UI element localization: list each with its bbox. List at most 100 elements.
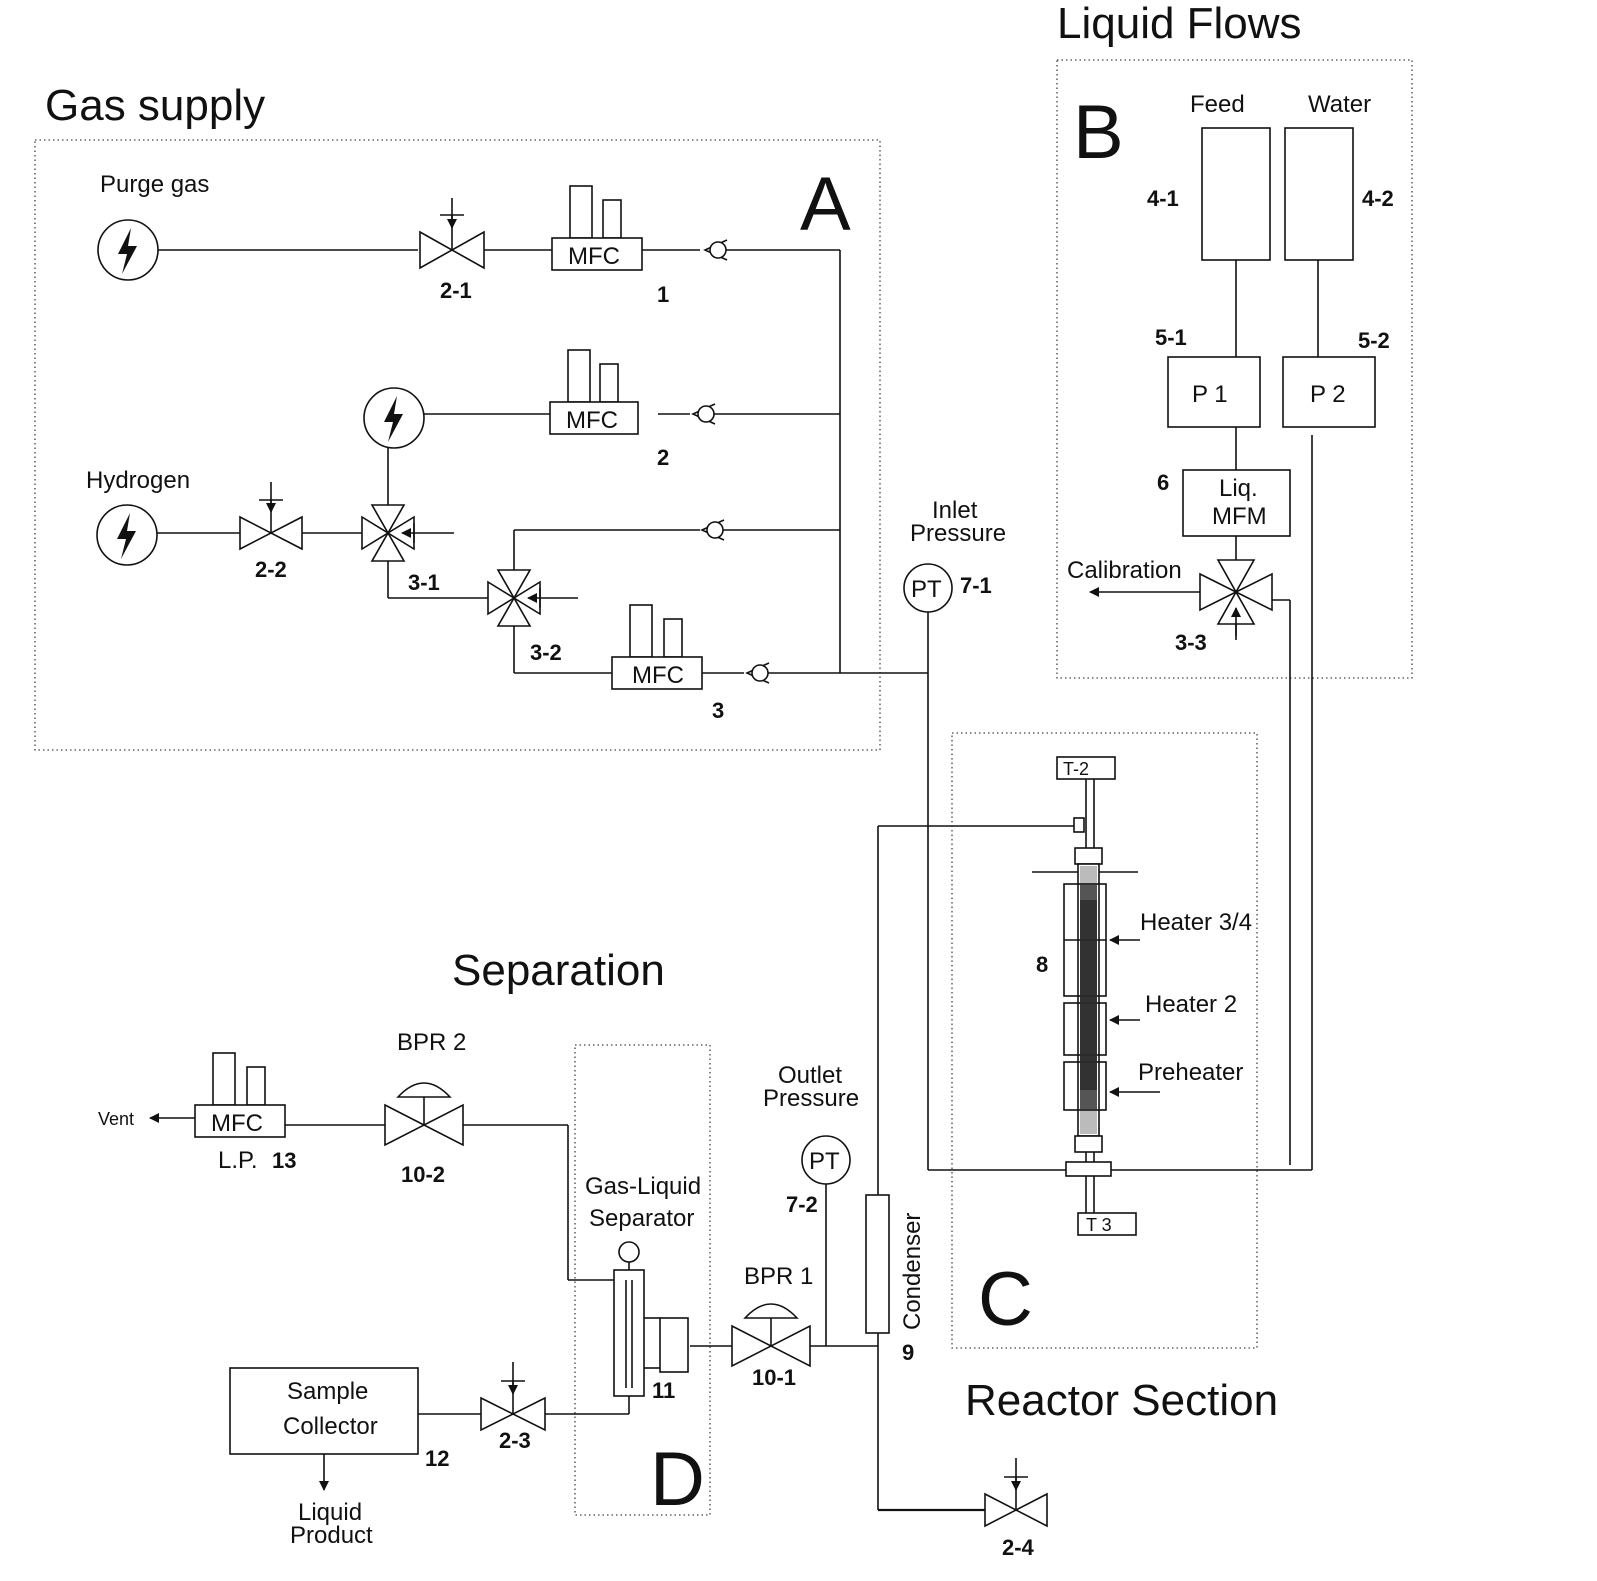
sample-collector xyxy=(229,1367,419,1455)
liquid-mfm-box xyxy=(1182,469,1291,537)
sample-collector-label-2: Collector xyxy=(283,1413,378,1440)
feed-tank xyxy=(1201,127,1271,261)
water-tank-label: 4-2 xyxy=(1362,186,1394,211)
outlet-pressure-label-1: Outlet xyxy=(778,1062,842,1089)
sample-collector-label-1: Sample xyxy=(287,1378,368,1405)
valve-2-2-icon xyxy=(239,482,303,551)
bpr-1-number: 10-1 xyxy=(752,1365,796,1390)
gas-liquid-separator xyxy=(613,1241,689,1397)
pump-p1 xyxy=(1167,356,1261,428)
check-valve-4-icon xyxy=(700,519,725,541)
low-pressure-label: L.P. xyxy=(218,1147,258,1174)
pump-5-1-label: 5-1 xyxy=(1155,325,1187,350)
pump-p2 xyxy=(1282,356,1376,428)
pressure-transmitter-7-1-icon: PT xyxy=(903,563,953,613)
mfc-2-number: 2 xyxy=(657,445,669,470)
reactor-section-title: Reactor Section xyxy=(965,1376,1278,1425)
liquid-flows-title: Liquid Flows xyxy=(1057,0,1302,48)
section-d-letter: D xyxy=(650,1437,705,1522)
section-a-letter: A xyxy=(800,162,851,247)
three-way-valve-3-2-icon xyxy=(487,569,578,627)
liquid-product-label-1: Liquid xyxy=(298,1499,362,1526)
svg-text:MFC: MFC xyxy=(568,243,620,270)
condenser xyxy=(865,1194,890,1334)
bpr-2-icon xyxy=(384,1082,464,1147)
pump-p1-label: P 1 xyxy=(1192,381,1228,408)
gas-supply-title: Gas supply xyxy=(45,81,265,130)
mfc-3-number: 3 xyxy=(712,698,724,723)
liquid-mfm-number: 6 xyxy=(1157,470,1169,495)
valve-2-1-icon xyxy=(419,198,485,270)
thermocouple-t3 xyxy=(1077,1212,1137,1236)
bpr-2-number: 10-2 xyxy=(401,1162,445,1187)
check-valve-1-icon xyxy=(703,239,728,261)
inlet-pressure-label-1: Inlet xyxy=(932,497,978,524)
mfc-1-icon: MFC xyxy=(551,185,643,271)
reactor-number: 8 xyxy=(1036,952,1048,977)
mfc-3-icon: MFC xyxy=(611,604,703,690)
gas-cylinder-2-icon xyxy=(363,387,425,449)
valve-2-4-icon xyxy=(984,1458,1048,1528)
three-way-valve-3-3-icon xyxy=(1199,559,1273,640)
pump-5-2-label: 5-2 xyxy=(1358,328,1390,353)
separation-title: Separation xyxy=(452,946,665,995)
outlet-pressure-label-2: Pressure xyxy=(763,1085,859,1112)
heater-3-4-label: Heater 3/4 xyxy=(1140,909,1252,936)
gas-liquid-separator-label-2: Separator xyxy=(589,1205,694,1232)
check-valve-2-icon xyxy=(691,403,716,425)
mfc-13-number: 13 xyxy=(272,1148,296,1173)
check-valve-3-icon xyxy=(745,662,770,684)
svg-text:MFC: MFC xyxy=(211,1110,263,1137)
pump-p2-label: P 2 xyxy=(1310,381,1346,408)
thermocouple-t3-label: T 3 xyxy=(1086,1215,1112,1235)
valve-2-2-label: 2-2 xyxy=(255,557,287,582)
vent-label: Vent xyxy=(98,1109,134,1129)
section-d-frame xyxy=(574,1044,711,1516)
purge-gas-cylinder-icon xyxy=(97,219,159,281)
pressure-transmitter-7-1-label: 7-1 xyxy=(960,573,992,598)
section-a-frame xyxy=(34,139,881,751)
pressure-transmitter-7-2-icon: PT xyxy=(801,1135,851,1185)
water-tank xyxy=(1284,127,1354,261)
condenser-label: Condenser xyxy=(899,1213,926,1330)
sample-collector-number: 12 xyxy=(425,1446,449,1471)
valve-2-1-label: 2-1 xyxy=(440,278,472,303)
bpr-1-icon xyxy=(731,1303,811,1368)
thermocouple-t2-label: T-2 xyxy=(1063,759,1089,779)
liquid-product-label-2: Product xyxy=(290,1522,373,1549)
valve-2-3-label: 2-3 xyxy=(499,1428,531,1453)
water-label: Water xyxy=(1308,91,1371,118)
preheater-label: Preheater xyxy=(1138,1059,1243,1086)
mfc-13-icon: MFC xyxy=(194,1052,286,1138)
calibration-label: Calibration xyxy=(1067,557,1182,584)
valve-2-4-label: 2-4 xyxy=(1002,1535,1035,1560)
valve-3-3-label: 3-3 xyxy=(1175,630,1207,655)
section-c-frame xyxy=(951,732,1258,1349)
condenser-number: 9 xyxy=(902,1340,914,1365)
svg-text:MFC: MFC xyxy=(566,407,618,434)
heater-2-label: Heater 2 xyxy=(1145,991,1237,1018)
three-way-valve-3-1-icon xyxy=(361,504,454,562)
inlet-pressure-label-2: Pressure xyxy=(910,520,1006,547)
valve-3-2-label: 3-2 xyxy=(530,640,562,665)
hydrogen-cylinder-icon xyxy=(96,504,158,566)
bpr-2-label: BPR 2 xyxy=(397,1029,466,1056)
bpr-1-label: BPR 1 xyxy=(744,1263,813,1290)
valve-2-3-icon xyxy=(480,1362,546,1432)
svg-text:MFC: MFC xyxy=(632,662,684,689)
purge-gas-label: Purge gas xyxy=(100,171,209,198)
pressure-transmitter-7-2-label: 7-2 xyxy=(786,1192,818,1217)
svg-text:PT: PT xyxy=(809,1148,840,1175)
section-b-letter: B xyxy=(1073,90,1124,175)
gas-liquid-separator-label-1: Gas-Liquid xyxy=(585,1173,701,1200)
liquid-mfm-label-2: MFM xyxy=(1212,503,1267,530)
liquid-mfm-label-1: Liq. xyxy=(1219,475,1258,502)
mfc-1-number: 1 xyxy=(657,282,669,307)
section-c-letter: C xyxy=(978,1257,1033,1342)
feed-label: Feed xyxy=(1190,91,1245,118)
svg-text:PT: PT xyxy=(911,576,942,603)
mfc-2-icon: MFC xyxy=(549,349,639,435)
valve-3-1-label: 3-1 xyxy=(408,570,440,595)
feed-tank-label: 4-1 xyxy=(1147,186,1179,211)
